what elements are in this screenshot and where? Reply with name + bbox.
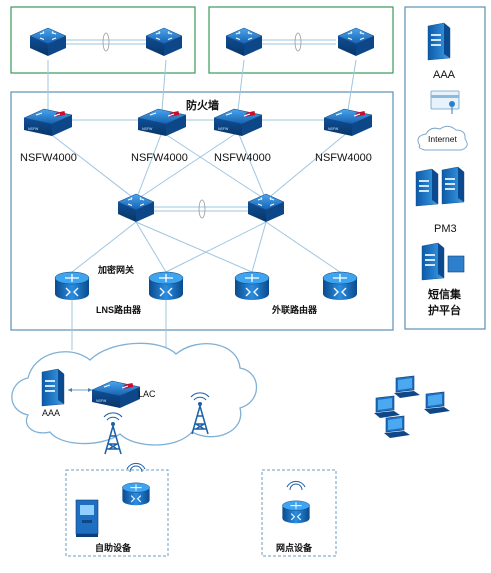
sms-platform-label-line2: 护平台 (428, 303, 461, 317)
firewall-icon (137, 108, 187, 137)
firewall-title: 防火墙 (186, 98, 219, 112)
laptop-icon (423, 391, 451, 415)
router-icon (234, 271, 270, 301)
server-icon (421, 242, 445, 281)
firewall-icon (323, 108, 373, 137)
firewall-icon (23, 108, 73, 137)
switch-icon (337, 27, 375, 57)
lac-label: LAC (138, 389, 156, 399)
modem-icon (281, 500, 311, 524)
wireless-signal-icon (126, 462, 146, 473)
switch-icon (29, 27, 67, 57)
server-icon (427, 22, 451, 61)
firewall-label-1: NSFW4000 (20, 152, 77, 164)
router-icon (54, 271, 90, 301)
sms-platform-label-line1: 短信集 (428, 287, 462, 301)
cloud-aaa-label: AAA (42, 408, 60, 418)
branch-device-frame (261, 469, 337, 557)
green-frame-right (208, 6, 394, 74)
lns-router-label: LNS路由器 (96, 304, 142, 315)
server-icon (41, 368, 65, 407)
right-panel-frame (404, 6, 486, 330)
modem-icon (121, 482, 151, 506)
link-aggregation-marks (102, 32, 302, 219)
server-icon (441, 166, 465, 205)
server-icon (415, 168, 439, 207)
atm-icon (75, 499, 99, 537)
switch-icon (247, 193, 285, 223)
cloud-icon (417, 125, 468, 151)
wireless-signal-icon (286, 480, 306, 491)
connection-lines (47, 39, 357, 350)
firewall-icon (213, 108, 263, 137)
self-service-label: 自助设备 (95, 542, 132, 553)
internet-label: Internet (428, 134, 457, 144)
router-icon (148, 271, 184, 301)
gateway-badge-icon (447, 255, 465, 273)
branch-device-label: 网点设备 (276, 542, 313, 553)
switch-icon (117, 193, 155, 223)
firewall-frame (10, 91, 394, 331)
switch-icon (145, 27, 183, 57)
laptop-icon (373, 395, 401, 419)
laptop-icon (383, 415, 411, 439)
green-frame-left (10, 6, 196, 74)
access-gateway-label: 加密网关 (97, 264, 134, 275)
firewall-label-4: NSFW4000 (315, 152, 372, 164)
external-router-label: 外联路由器 (271, 304, 318, 315)
firewall-label-2: NSFW4000 (131, 152, 188, 164)
self-service-frame (65, 469, 169, 557)
firewall-label-3: NSFW4000 (214, 152, 271, 164)
router-icon (322, 271, 358, 301)
laptop-icon (393, 375, 421, 399)
switch-icon (225, 27, 263, 57)
aaa-label: AAA (433, 69, 456, 81)
card-icon (430, 90, 460, 114)
arrow-left-icon (68, 388, 72, 392)
pm3-label: PM3 (434, 223, 457, 235)
arrow-right-icon (88, 388, 92, 392)
